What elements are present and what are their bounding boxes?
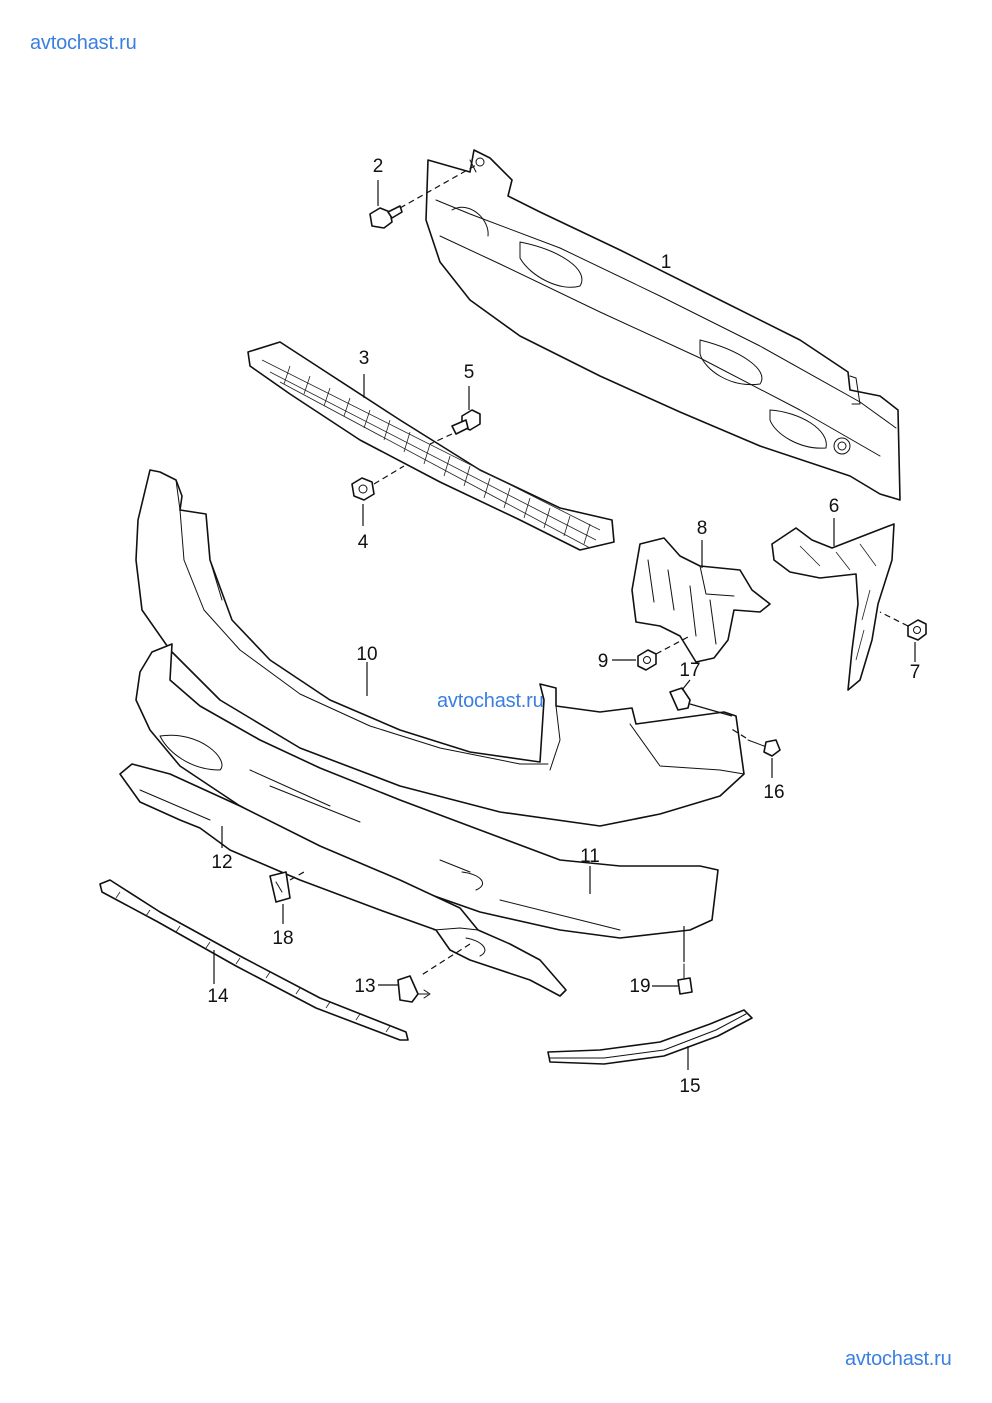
watermark-bottom-right: avtochast.ru xyxy=(845,1348,952,1370)
callout-17: 17 xyxy=(679,660,700,681)
part-5-bolt xyxy=(429,386,481,445)
part-19-bolt xyxy=(652,926,693,995)
part-1-impact-beam xyxy=(425,149,901,501)
part-6-side-guide xyxy=(771,518,895,691)
callout-7: 7 xyxy=(910,662,921,683)
part-16-screw xyxy=(729,727,781,778)
watermark-top-left: avtochast.ru xyxy=(30,32,137,54)
callout-3: 3 xyxy=(359,348,370,369)
callout-10: 10 xyxy=(356,644,377,665)
callout-4: 4 xyxy=(358,532,369,553)
callout-6: 6 xyxy=(829,496,840,517)
callout-14: 14 xyxy=(207,986,229,1007)
part-9-nut xyxy=(612,635,691,671)
part-8-mounting-bracket xyxy=(631,537,771,663)
part-12-diffuser-insert xyxy=(119,763,567,997)
part-13-cover-cap xyxy=(378,975,431,1003)
callout-1: 1 xyxy=(661,252,672,273)
part-17-spreader-nut xyxy=(669,679,733,717)
part-7-nut xyxy=(879,611,927,662)
part-10-bumper-cover xyxy=(135,469,745,827)
callout-5: 5 xyxy=(464,362,475,383)
callout-12: 12 xyxy=(211,852,232,873)
part-15-trim-strip xyxy=(547,1009,753,1070)
callout-19: 19 xyxy=(629,976,650,997)
part-4-clip-nut xyxy=(351,465,405,526)
callout-18: 18 xyxy=(272,928,293,949)
callout-13: 13 xyxy=(354,976,375,997)
part-14-trim-strip xyxy=(99,879,409,1041)
part-3-energy-absorber xyxy=(247,341,615,551)
part-18-clip xyxy=(269,871,305,924)
callout-2: 2 xyxy=(373,156,384,177)
callout-11: 11 xyxy=(580,846,600,867)
callout-9: 9 xyxy=(598,651,609,672)
part-2-bolt xyxy=(369,157,485,229)
callout-16: 16 xyxy=(763,782,784,803)
callout-8: 8 xyxy=(697,518,708,539)
watermark-center: avtochast.ru xyxy=(437,690,544,712)
callout-15: 15 xyxy=(679,1076,700,1097)
